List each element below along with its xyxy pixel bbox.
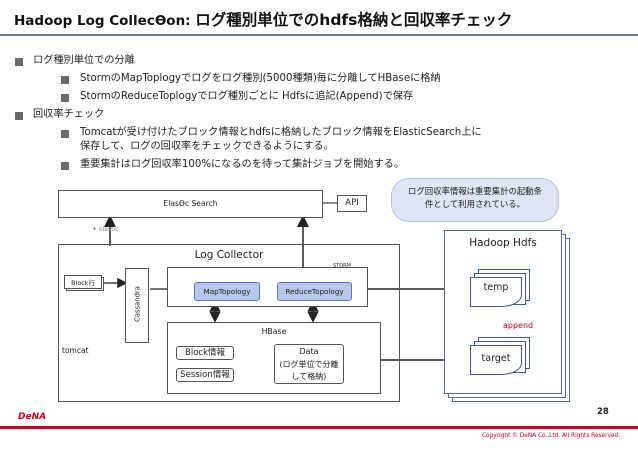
- reduce-topology-label: ReduceTopology: [285, 287, 344, 296]
- temp-label: temp: [483, 282, 509, 293]
- bullet-item: ログ種別単位での分離: [33, 55, 135, 66]
- bullet-item: 回収率チェック: [33, 109, 105, 120]
- data-line2: (ログ単位で分離: [279, 360, 339, 369]
- footer-bar: [0, 426, 638, 429]
- elastic-search-box: ElasƟc Search: [58, 190, 323, 218]
- bullet-item: StormのReduceToplogyでログ種別ごとに Hdfsに追記(Appe…: [80, 91, 414, 102]
- target-doc: target: [470, 345, 522, 375]
- page-number: 28: [597, 407, 609, 417]
- cassandra-box: Cassandra: [125, 268, 149, 343]
- data-pill: Data (ログ単位で分離 して格納): [274, 344, 344, 384]
- bullet-item: Tomcatが受け付けたブロック情報とhdfsに格納したブロック情報をElast…: [80, 127, 482, 138]
- elastic-search-label: ElasƟc Search: [163, 199, 218, 208]
- block-row-box: Block行: [64, 275, 102, 289]
- slide-title: Hadoop Log CollecƟon: ログ種別単位でのhdfs格納と回収率…: [14, 8, 512, 30]
- bullet-item-continuation: 保存して、ログの回収率をチェックできるようにする。: [80, 141, 334, 152]
- bullet-marker: [61, 76, 69, 84]
- storm-logo: STORM: [333, 263, 351, 269]
- api-box: API: [337, 195, 367, 212]
- data-line1: Data: [299, 347, 319, 356]
- target-label: target: [481, 353, 511, 364]
- bullet-marker: [61, 94, 69, 102]
- temp-doc: temp: [470, 277, 522, 307]
- session-info-pill: Session情報: [176, 368, 234, 382]
- bullet-marker: [61, 130, 69, 138]
- bullet-marker: [15, 112, 23, 120]
- dena-logo: DeNA: [18, 412, 47, 422]
- title-prefix: Hadoop Log CollecƟon:: [14, 13, 196, 29]
- data-line3: して格納): [291, 372, 327, 381]
- callout-line2: 件として利用されている。: [425, 199, 525, 209]
- callout-line1: ログ回収率情報は重要集計の起動条: [408, 186, 542, 196]
- title-main: ログ種別単位でのhdfs格納と回収率チェック: [195, 11, 513, 29]
- cassandra-label: Cassandra: [133, 286, 142, 322]
- bullet-item: 重要集計はログ回収率100%になるのを待って集計ジョブを開始する。: [80, 159, 405, 170]
- log-collector-label: Log Collector: [194, 249, 264, 261]
- bullet-marker: [61, 162, 69, 170]
- reduce-topology-box: ReduceTopology: [277, 282, 352, 301]
- copyright: Copyright © DeNA Co.,Ltd. All Rights Res…: [482, 433, 621, 439]
- bullet-marker: [15, 58, 23, 66]
- hbase-label: HBase: [261, 327, 287, 336]
- map-topology-box: MapTopology: [194, 282, 260, 301]
- block-info-pill: Block情報: [176, 346, 234, 360]
- block-row-label: Block行: [71, 279, 95, 287]
- elastic-search-logo: ✦ elastic: [92, 226, 119, 233]
- callout-cloud: ログ回収率情報は重要集計の起動条 件として利用されている。: [391, 178, 559, 222]
- append-label: append: [503, 321, 534, 330]
- map-topology-label: MapTopology: [203, 287, 251, 296]
- hadoop-hdfs-label: Hadoop Hdfs: [469, 237, 537, 249]
- tomcat-label: tomcat: [62, 346, 89, 355]
- log-collector-box: Log Collector: [58, 244, 400, 402]
- title-rule: [0, 34, 638, 36]
- api-label: API: [345, 198, 359, 208]
- bullet-item: StormのMapToplogyでログをログ種別(5000種類)毎に分離してHB…: [80, 73, 441, 84]
